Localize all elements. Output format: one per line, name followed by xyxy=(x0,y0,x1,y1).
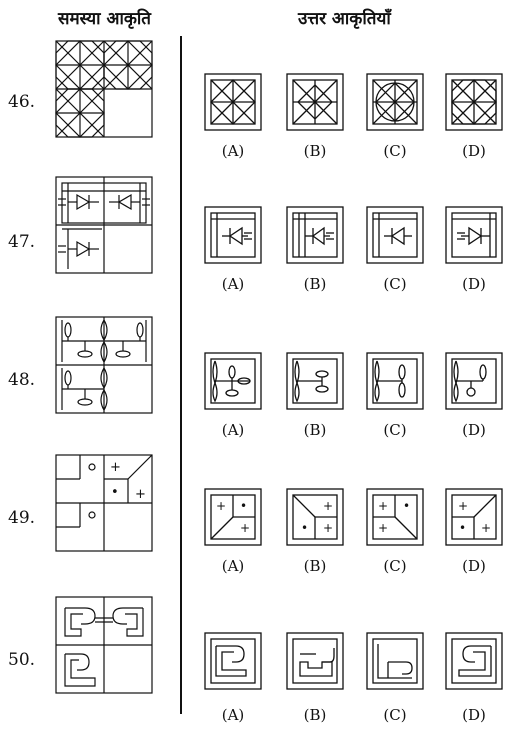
symbol-dot: • xyxy=(111,485,119,500)
option-label-50-a: (A) xyxy=(204,706,262,724)
answer-figures-heading: उत्तर आकृतियाँ xyxy=(298,6,391,29)
option-label-50-b: (B) xyxy=(286,706,344,724)
option-49-c[interactable]: + • + xyxy=(366,488,424,546)
column-divider xyxy=(180,36,182,714)
option-46-d[interactable] xyxy=(445,73,503,131)
option-label-46-d: (D) xyxy=(445,142,503,160)
problem-figure-49: + + • xyxy=(55,454,153,552)
symbol-dot: • xyxy=(240,499,247,513)
symbol-dot: • xyxy=(301,521,308,535)
symbol-plus: + xyxy=(378,521,388,535)
problem-figure-48 xyxy=(55,316,153,414)
option-label-49-d: (D) xyxy=(445,557,503,575)
problem-figure-47 xyxy=(55,176,153,274)
option-47-d[interactable] xyxy=(445,206,503,264)
option-label-48-c: (C) xyxy=(366,421,424,439)
symbol-dot: • xyxy=(403,499,410,513)
question-number-50: 50. xyxy=(8,650,35,670)
option-46-a[interactable] xyxy=(204,73,262,131)
option-label-47-a: (A) xyxy=(204,275,262,293)
option-label-47-d: (D) xyxy=(445,275,503,293)
symbol-plus: + xyxy=(458,499,468,513)
option-48-b[interactable] xyxy=(286,352,344,410)
problem-figures-heading: समस्या आकृति xyxy=(58,6,151,29)
option-49-a[interactable]: + • + xyxy=(204,488,262,546)
symbol-plus: + xyxy=(378,499,388,513)
option-label-46-c: (C) xyxy=(366,142,424,160)
option-50-a[interactable] xyxy=(204,632,262,690)
symbol-plus: + xyxy=(240,521,250,535)
question-number-48: 48. xyxy=(8,370,35,390)
option-label-48-b: (B) xyxy=(286,421,344,439)
option-48-a[interactable] xyxy=(204,352,262,410)
option-label-49-b: (B) xyxy=(286,557,344,575)
option-48-c[interactable] xyxy=(366,352,424,410)
option-label-46-b: (B) xyxy=(286,142,344,160)
symbol-plus: + xyxy=(110,460,121,475)
option-label-47-c: (C) xyxy=(366,275,424,293)
option-46-c[interactable] xyxy=(366,73,424,131)
option-46-b[interactable] xyxy=(286,73,344,131)
option-label-49-a: (A) xyxy=(204,557,262,575)
symbol-plus: + xyxy=(135,487,146,502)
symbol-plus: + xyxy=(323,499,333,513)
symbol-dot: • xyxy=(459,521,466,535)
option-50-c[interactable] xyxy=(366,632,424,690)
option-label-46-a: (A) xyxy=(204,142,262,160)
symbol-plus: + xyxy=(216,499,226,513)
option-49-d[interactable]: + • + xyxy=(445,488,503,546)
symbol-plus: + xyxy=(481,521,491,535)
option-47-b[interactable] xyxy=(286,206,344,264)
symbol-plus: + xyxy=(323,521,333,535)
problem-figure-50 xyxy=(55,596,153,694)
option-50-b[interactable] xyxy=(286,632,344,690)
option-label-48-d: (D) xyxy=(445,421,503,439)
option-47-c[interactable] xyxy=(366,206,424,264)
question-number-46: 46. xyxy=(8,92,35,112)
question-number-47: 47. xyxy=(8,232,35,252)
option-50-d[interactable] xyxy=(445,632,503,690)
question-number-49: 49. xyxy=(8,508,35,528)
option-47-a[interactable] xyxy=(204,206,262,264)
option-49-b[interactable]: + • + xyxy=(286,488,344,546)
option-label-48-a: (A) xyxy=(204,421,262,439)
option-label-50-d: (D) xyxy=(445,706,503,724)
option-label-50-c: (C) xyxy=(366,706,424,724)
problem-figure-46 xyxy=(55,40,153,138)
option-label-49-c: (C) xyxy=(366,557,424,575)
option-48-d[interactable] xyxy=(445,352,503,410)
option-label-47-b: (B) xyxy=(286,275,344,293)
